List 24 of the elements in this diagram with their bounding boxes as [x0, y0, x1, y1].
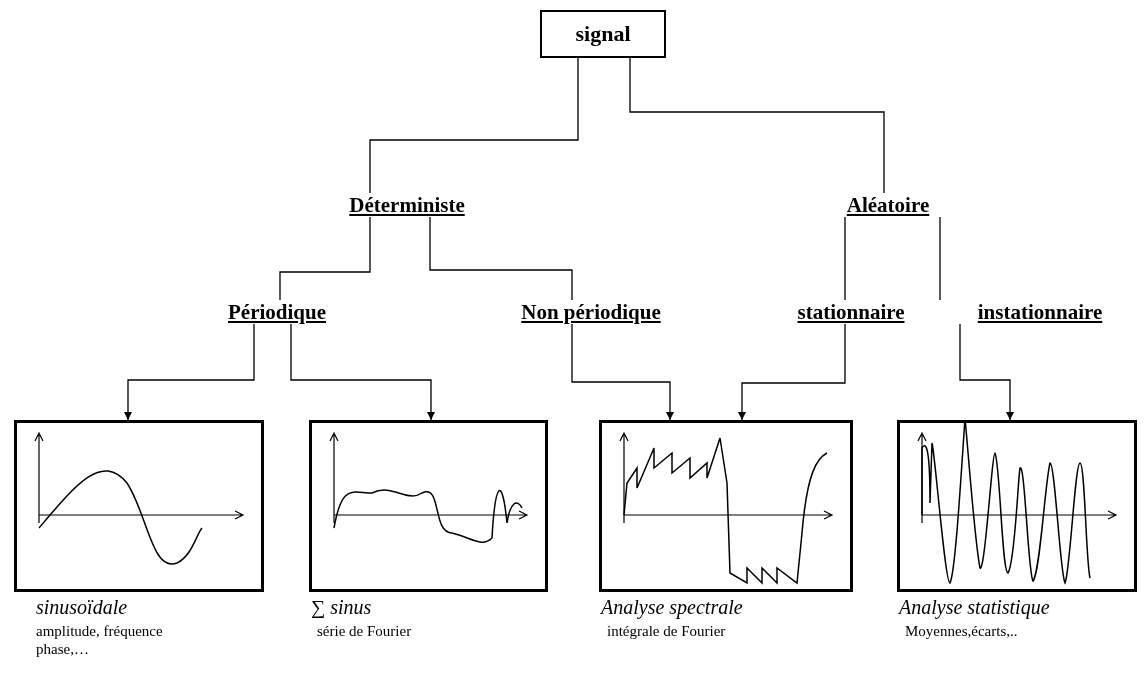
connector-line [429, 216, 573, 301]
arrow [738, 323, 846, 421]
plot-description: Moyennes,écarts,.. [905, 622, 1019, 640]
arrow [124, 323, 255, 421]
arrow [571, 323, 674, 421]
plot-caption: Analyse spectrale [601, 596, 743, 619]
plot-frame [309, 420, 548, 592]
plot-frame [14, 420, 264, 592]
plot-description: intégrale de Fourier [607, 622, 727, 640]
plot-caption: ∑ sinus [311, 596, 372, 619]
arrow [290, 323, 435, 421]
connector-line [279, 216, 371, 301]
plot-caption: sinusoïdale [36, 596, 128, 619]
connector-line [629, 57, 885, 194]
root-box: signal [540, 10, 666, 58]
plot-frame [599, 420, 853, 592]
connector-line [844, 216, 846, 301]
plot-frame [897, 420, 1137, 592]
connector-line [939, 216, 941, 301]
plot-description: série de Fourier [317, 622, 413, 640]
plot-caption: Analyse statistique [899, 596, 1050, 619]
plot-description: amplitude, fréquence phase,… [36, 622, 164, 658]
arrow [959, 323, 1014, 421]
connector-line [369, 57, 579, 194]
